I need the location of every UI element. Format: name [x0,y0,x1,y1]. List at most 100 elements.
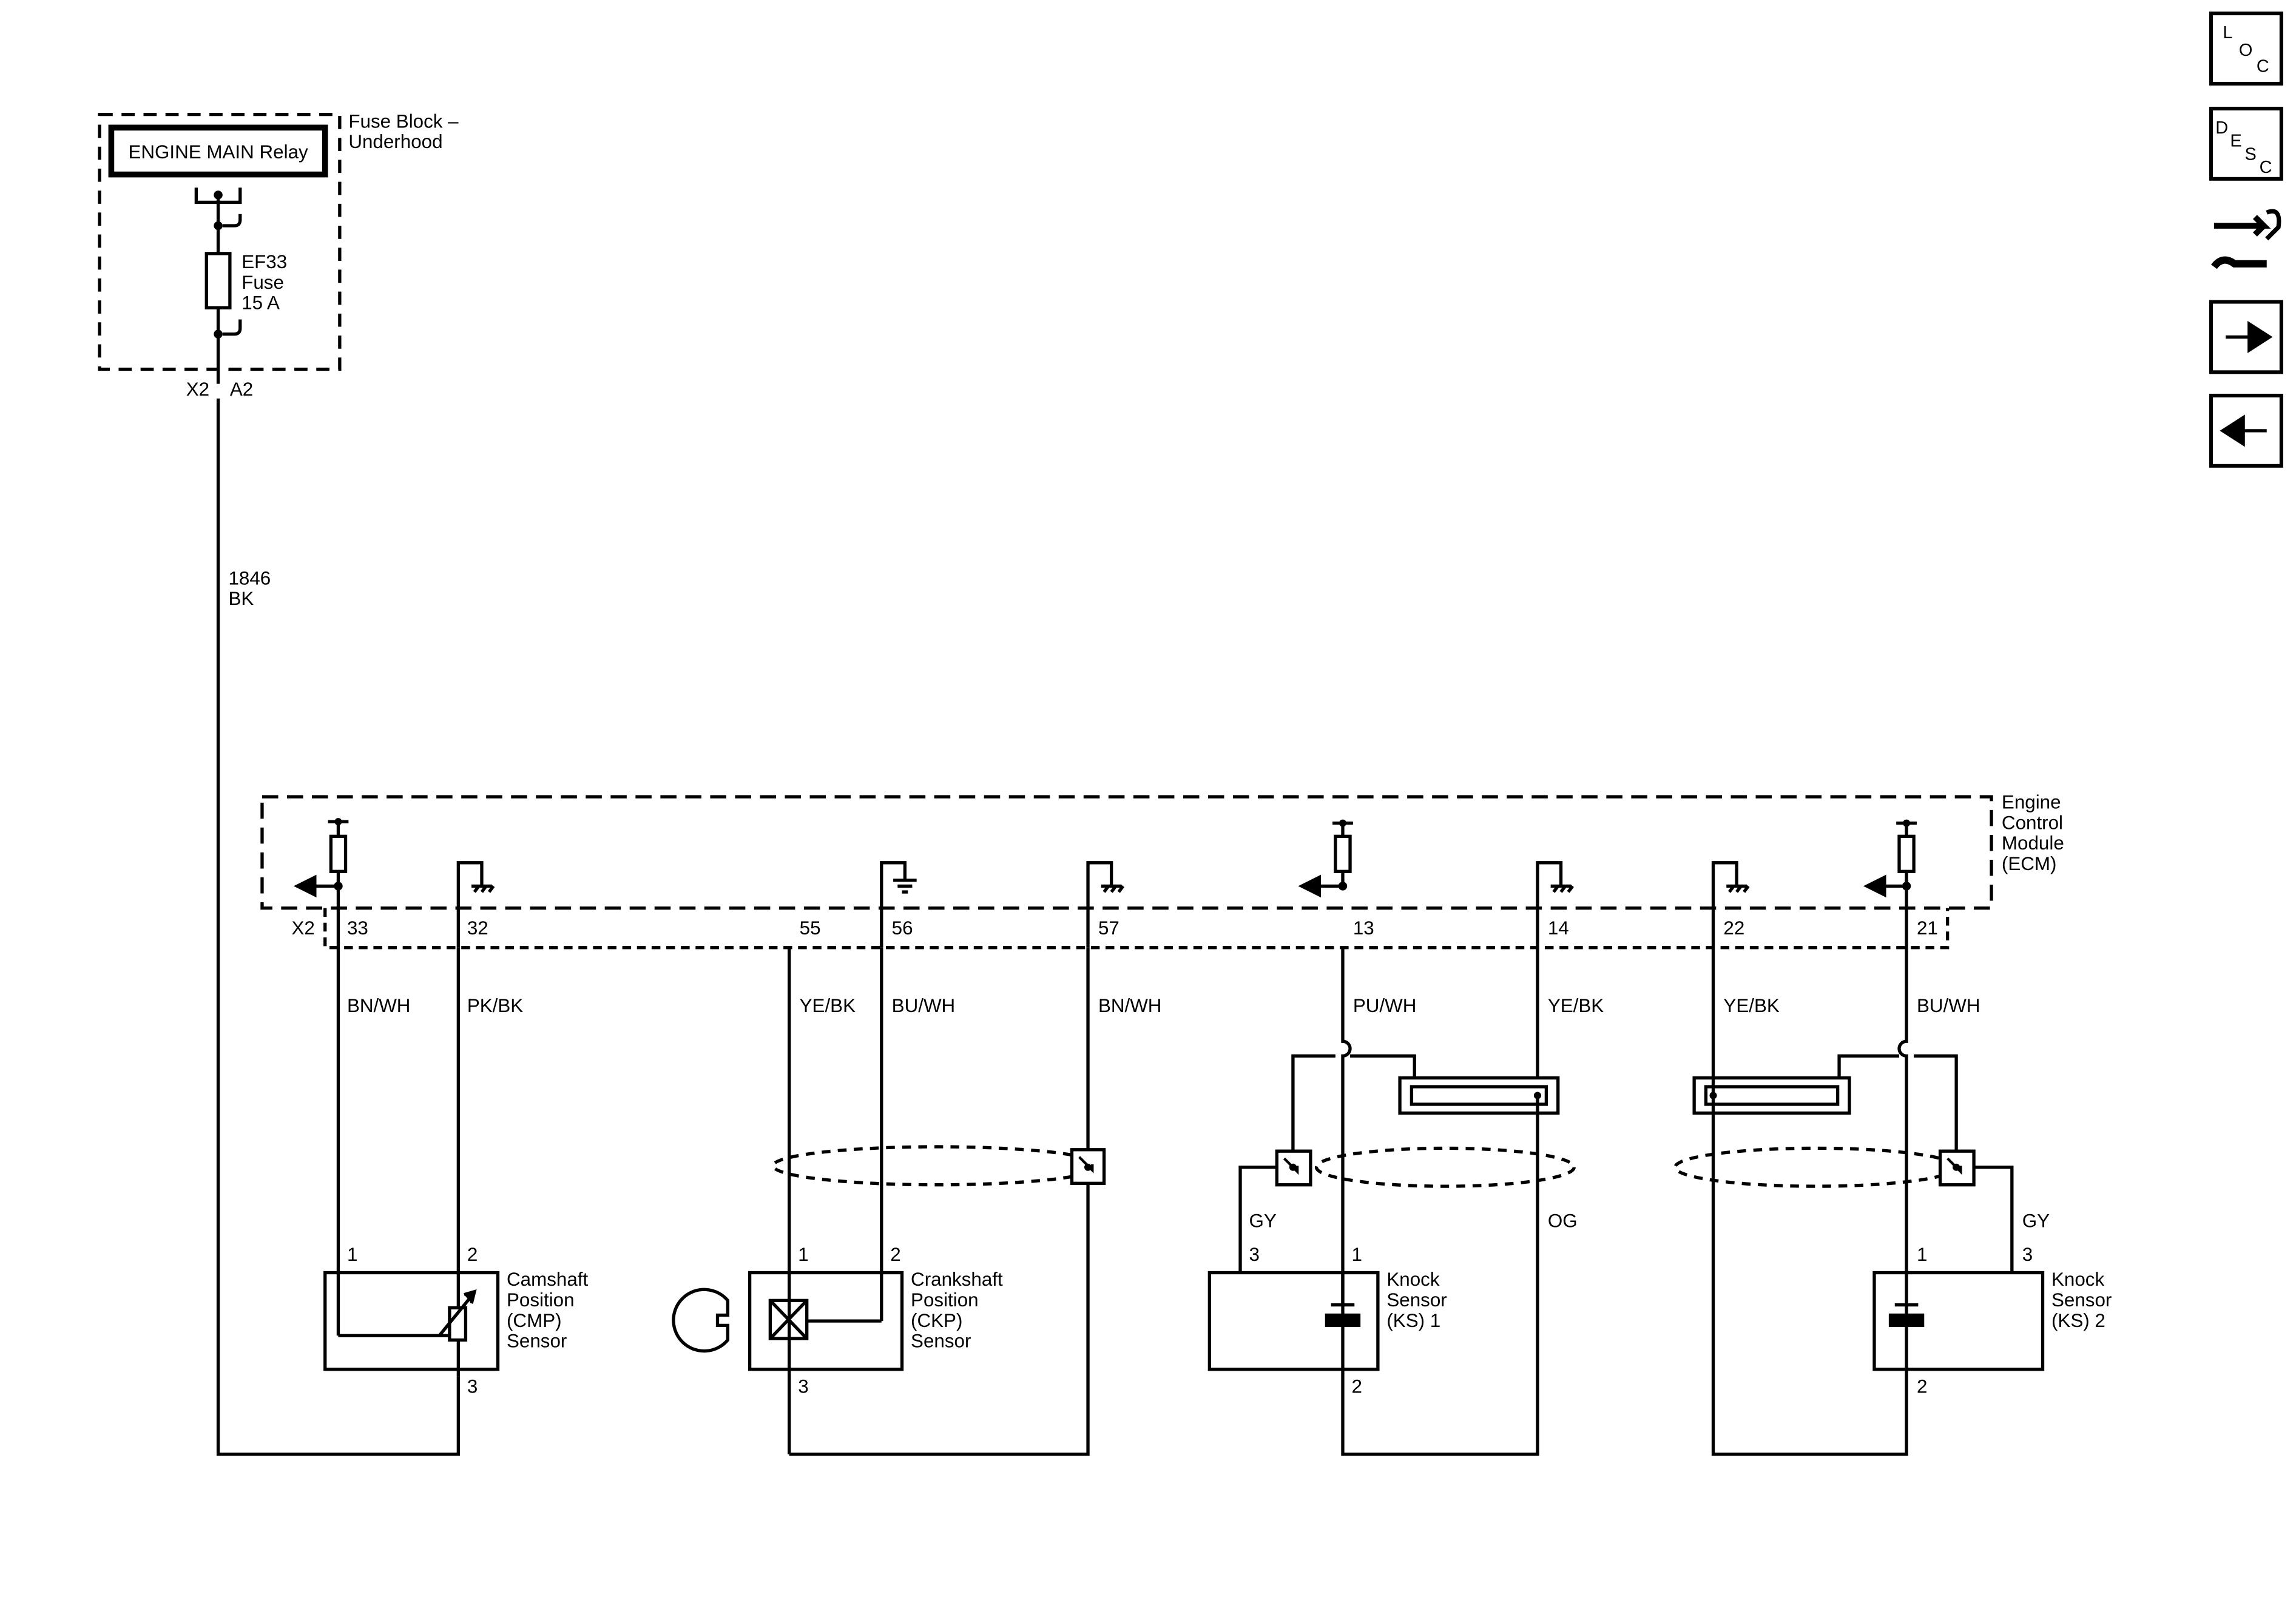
ecm-pin: 33 [347,917,368,939]
previous-button[interactable] [2209,393,2283,468]
fuse-pin-label: A2 [230,379,253,400]
loc-letter: L [2223,23,2232,42]
ckp-label: Crankshaft [911,1269,1003,1290]
ks1-label: Sensor [1386,1289,1447,1311]
cmp-pin: 2 [467,1244,478,1265]
arrow-right-icon [2226,320,2273,354]
fuse-word: Fuse [241,272,284,293]
wire-14-ye-bk [1341,1095,1539,1456]
wire-color: BU/WH [1917,995,1980,1016]
ecm-pin: 21 [1917,917,1938,939]
ecm-low-ref-22 [1711,861,1750,948]
ks2-label: Knock [2051,1269,2104,1290]
ecm-pin: 57 [1098,917,1119,939]
fuse-connector-label: X2 [186,379,209,400]
ks2-piezo-element [1888,1313,1925,1328]
fuse-block-title: Fuse Block – [348,110,459,132]
ecm-internal-13 [1298,819,1353,898]
ckp-label: Sensor [911,1331,971,1352]
splice-hook [222,214,242,228]
ecm-boundary [260,795,1993,910]
wire-color: BU/WH [892,995,956,1016]
ks1-return-wire-color: OG [1548,1210,1578,1232]
ks1-shield-wire [1291,1054,1416,1152]
ckp-reluctor-wheel [672,1288,730,1353]
ks2-shield-wire [1837,1054,1958,1152]
ks2-pin: 1 [1917,1244,1927,1265]
wire-color: PU/WH [1353,995,1417,1016]
wire-1846-bk [216,398,461,1456]
ks1-piezo-element [1325,1313,1361,1328]
engine-main-relay-label: ENGINE MAIN Relay [128,141,308,163]
wire-22-ye-bk [1711,947,1908,1456]
cmp-sensor-body [323,1271,500,1371]
wire-color: BN/WH [1098,995,1162,1016]
ks1-label: Knock [1386,1269,1439,1290]
wire-color: YE/BK [1548,995,1604,1016]
ckp-shield [771,1145,1103,1187]
ks2-shield [1673,1146,1958,1188]
ecm-pin: 14 [1548,917,1569,939]
ecm-low-ref-32 [456,861,495,948]
ef33-fuse-symbol [204,252,232,309]
engine-main-relay-box [108,124,328,178]
wire-13-pu-wh [1341,947,1352,1273]
connector-tool-icon[interactable] [2211,209,2281,269]
ecm-pin: 55 [800,917,821,939]
ecm-low-ref-14 [1536,861,1574,948]
cmp-label: Position [507,1289,575,1311]
ecm-ground-56 [880,861,917,948]
ecm-connector-label: X2 [291,917,314,939]
ks1-pin: 1 [1351,1244,1362,1265]
ks2-shield-wire-color: GY [2022,1210,2050,1232]
wire-gy-ks1 [1238,1166,1277,1273]
ckp-label: (CKP) [911,1310,962,1331]
cmp-pin: 3 [467,1376,478,1397]
ecm-pin: 13 [1353,917,1374,939]
ecm-label-4: (ECM) [2002,853,2057,874]
ks2-sensor-body [1872,1271,2045,1371]
desc-letter: E [2230,132,2241,151]
splice-hook [222,319,242,336]
ks1-shield-connector [1398,1076,1560,1115]
wire-color: YE/BK [800,995,856,1016]
ks1-shield-wire-color: GY [1249,1210,1277,1232]
cmp-label: Sensor [507,1331,567,1352]
ckp-sensor-body [748,1271,904,1371]
ks2-pin: 3 [2022,1244,2033,1265]
desc-letter: S [2245,144,2257,164]
arrow-left-icon [2220,414,2267,447]
ecm-label-2: Control [2002,812,2063,833]
ckp-pin: 2 [890,1244,900,1265]
wire-color: YE/BK [1723,995,1779,1016]
fuse-block [98,112,342,384]
wire-color: PK/BK [467,995,523,1016]
ckp-pin: 3 [798,1376,808,1397]
ecm-pin: 32 [467,917,488,939]
ks1-pin: 2 [1351,1376,1362,1397]
location-button[interactable] [2209,12,2283,86]
cmp-label: (CMP) [507,1310,562,1331]
fuse-id: EF33 [241,251,287,272]
ks1-label: (KS) 1 [1386,1310,1440,1331]
ks1-sensor-body [1207,1271,1380,1371]
ecm-low-ref-57 [1086,861,1125,948]
ks2-pin: 2 [1917,1376,1927,1397]
description-button[interactable] [2209,106,2283,181]
loc-letter: O [2239,41,2253,60]
wire-color-label: BK [228,588,254,609]
cmp-pin: 1 [347,1244,357,1265]
wire-gy-ks2 [1974,1166,2014,1273]
ks2-label: Sensor [2051,1289,2112,1311]
wire-color: BN/WH [347,995,411,1016]
ecm-pin: 22 [1723,917,1744,939]
desc-letter: D [2215,118,2228,138]
wire-circuit-number: 1846 [228,567,271,589]
loc-letter: C [2257,57,2269,76]
fuse-block-subtitle: Underhood [348,131,442,152]
ecm-label-3: Module [2002,832,2064,854]
next-button[interactable] [2209,300,2283,374]
fuse-rating: 15 A [241,292,280,314]
wire-57-bn-wh [789,947,1090,1456]
